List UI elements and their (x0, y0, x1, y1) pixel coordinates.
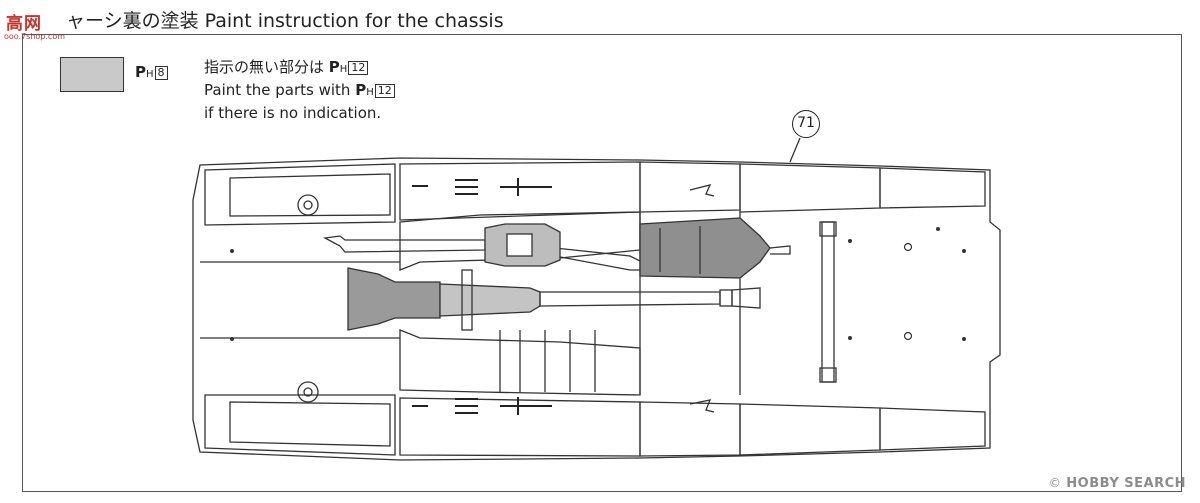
crossmember (461, 269, 473, 331)
mount-hole (297, 194, 319, 216)
mount-hole (303, 387, 313, 397)
paint-sub: H (146, 69, 154, 80)
paint-prefix: P (328, 58, 340, 76)
hobbysearch-watermark: © HOBBY SEARCH (1049, 476, 1186, 491)
rivet-dot (848, 336, 852, 340)
mount-hole (303, 200, 313, 210)
rivet-dot (230, 337, 234, 341)
lower-rear-corner (879, 407, 986, 451)
paint-sub: H (366, 87, 374, 98)
color-swatch (60, 57, 124, 92)
muffler (639, 217, 771, 279)
watermark-logo: 高网 ooo.7shop.com (2, 4, 72, 41)
chassis-outline (192, 157, 1001, 461)
rivet-dot (962, 337, 966, 341)
instruction-line-en-2: if there is no indication. (204, 104, 382, 122)
page-title: ャーシ裏の塗装 Paint instruction for the chassi… (66, 10, 504, 32)
part-number-callout: 71 (792, 110, 820, 138)
paint-number: 8 (154, 66, 168, 80)
mount-hole (297, 381, 319, 403)
upper-rear-corner (879, 167, 986, 209)
rail-notch (689, 399, 715, 413)
upper-left-rail-inner (229, 173, 391, 217)
axle-end (819, 221, 837, 237)
instruction-frame (22, 34, 1182, 492)
part-leader-line (789, 137, 801, 163)
rivet-dot (230, 249, 234, 253)
paint-number: 12 (348, 61, 369, 75)
axle-end (819, 367, 837, 383)
converter-detail (506, 233, 533, 257)
mount-hole (903, 331, 913, 341)
paint-prefix: P (135, 63, 146, 81)
rivet-dot (848, 239, 852, 243)
paint-prefix: P (355, 81, 367, 99)
rivet-dot (936, 227, 940, 231)
transmission (347, 267, 441, 331)
transfer-case (439, 283, 541, 317)
tunnel-upper (399, 211, 641, 271)
instruction-jp-text: 指示の無い部分は (204, 58, 325, 76)
paint-number: 12 (374, 84, 395, 98)
mount-hole (903, 242, 913, 252)
copyright-symbol: © (1048, 476, 1062, 490)
tail-pipe (769, 245, 791, 255)
watermark-text: 高网 (6, 14, 42, 34)
instruction-en-text: Paint the parts with (204, 81, 351, 99)
lower-left-rail (204, 394, 396, 456)
rivet-dot (962, 249, 966, 253)
watermark-url: ooo.7shop.com (4, 32, 66, 41)
upper-left-rail (204, 163, 396, 226)
lower-left-rail-inner (229, 401, 391, 447)
hobbysearch-label: HOBBY SEARCH (1066, 476, 1186, 491)
rail-notch (689, 184, 715, 197)
paint-sub: H (339, 64, 348, 75)
differential (731, 287, 761, 309)
